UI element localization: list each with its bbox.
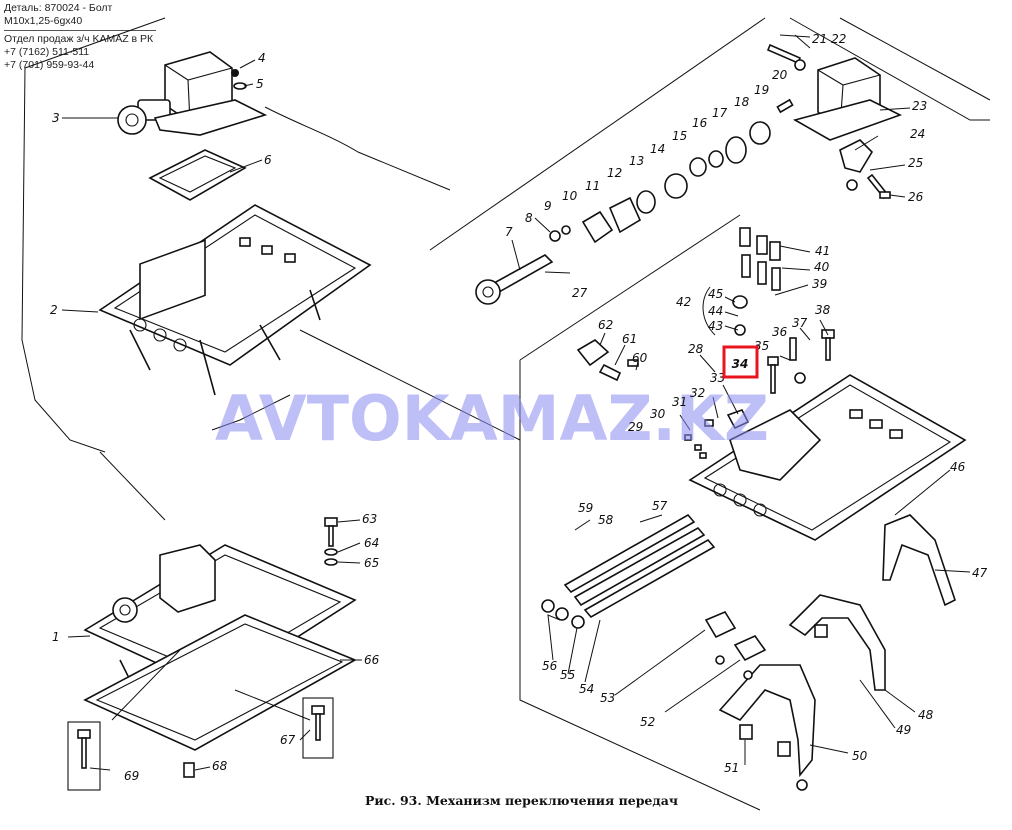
callout-29[interactable]: 29 — [628, 420, 643, 434]
callout-9[interactable]: 9 — [544, 199, 552, 213]
callout-24[interactable]: 24 — [910, 127, 925, 141]
callout-30[interactable]: 30 — [650, 407, 666, 421]
parts-35-38-bolts — [767, 329, 835, 394]
callout-23[interactable]: 23 — [912, 99, 927, 113]
callout-2[interactable]: 2 — [50, 303, 58, 317]
callout-10[interactable]: 10 — [562, 189, 578, 203]
callout-18[interactable]: 18 — [734, 95, 750, 109]
callout-57[interactable]: 57 — [652, 499, 668, 513]
callout-20[interactable]: 20 — [772, 68, 788, 82]
highlight-label: 34 — [732, 357, 749, 371]
parts-54-57-rods — [541, 513, 716, 629]
callout-47[interactable]: 47 — [972, 566, 988, 580]
callout-46[interactable]: 46 — [950, 460, 966, 474]
callout-5[interactable]: 5 — [256, 77, 264, 91]
group-outlines — [21, 17, 991, 811]
callout-49[interactable]: 49 — [896, 723, 911, 737]
callout-38[interactable]: 38 — [815, 303, 831, 317]
callout-69[interactable]: 69 — [124, 769, 139, 783]
header-divider — [4, 30, 156, 31]
part-48-fork — [788, 594, 886, 691]
part-3-shift-housing — [117, 51, 268, 136]
callout-28[interactable]: 28 — [688, 342, 704, 356]
part-24-lever — [839, 139, 874, 191]
callout-11[interactable]: 11 — [585, 179, 600, 193]
callout-66[interactable]: 66 — [364, 653, 380, 667]
parts-39-to-45-springs — [732, 227, 781, 336]
callout-3[interactable]: 3 — [52, 111, 60, 125]
figure-caption: Рис. 93. Механизм переключения передач — [365, 793, 678, 808]
callout-64[interactable]: 64 — [364, 536, 379, 550]
callout-8[interactable]: 8 — [525, 211, 533, 225]
callout-44[interactable]: 44 — [708, 304, 723, 318]
part-7-shift-shaft — [475, 254, 554, 305]
callout-41[interactable]: 41 — [815, 244, 830, 258]
callout-59[interactable]: 59 — [578, 501, 593, 515]
part-6-gasket — [148, 149, 247, 201]
part-23-upper-housing — [792, 57, 903, 141]
leader-lines — [61, 34, 971, 771]
part-2-cover-assembly — [98, 204, 372, 396]
callout-40[interactable]: 40 — [814, 260, 830, 274]
parts-60-62-plug — [576, 339, 639, 382]
callout-54[interactable]: 54 — [579, 682, 594, 696]
callout-12[interactable]: 12 — [607, 166, 622, 180]
callout-50[interactable]: 50 — [852, 749, 868, 763]
callout-53[interactable]: 53 — [600, 691, 615, 705]
watermark: AVTOKAMAZ.KZ — [215, 382, 769, 455]
highlight-34[interactable]: 34 — [722, 345, 759, 379]
callout-33[interactable]: 33 — [710, 371, 725, 385]
part-26-bolt — [866, 173, 891, 200]
callout-63[interactable]: 63 — [362, 512, 377, 526]
parts-8-to-18-shaft-components — [549, 98, 794, 244]
callout-6[interactable]: 6 — [264, 153, 272, 167]
callout-14[interactable]: 14 — [650, 142, 665, 156]
phone-line-2: +7 (701) 959-93-44 — [4, 59, 95, 71]
callout-56[interactable]: 56 — [542, 659, 558, 673]
part-47-fork — [882, 514, 956, 607]
callout-26[interactable]: 26 — [908, 190, 924, 204]
callout-7[interactable]: 7 — [505, 225, 513, 239]
callout-16[interactable]: 16 — [692, 116, 708, 130]
parts-29-33-small — [684, 409, 750, 459]
callout-48[interactable]: 48 — [918, 708, 934, 722]
callout-4[interactable]: 4 — [258, 51, 266, 65]
callout-21-22[interactable]: 21 22 — [812, 32, 846, 46]
callout-52[interactable]: 52 — [640, 715, 655, 729]
callout-65[interactable]: 65 — [364, 556, 379, 570]
callout-60[interactable]: 60 — [632, 351, 648, 365]
callout-27[interactable]: 27 — [572, 286, 588, 300]
callout-43[interactable]: 43 — [708, 319, 723, 333]
part-20-bolt — [766, 43, 806, 71]
callout-55[interactable]: 55 — [560, 668, 575, 682]
highlight-box[interactable] — [722, 345, 759, 379]
part-28-cover — [688, 374, 967, 541]
callout-36[interactable]: 36 — [772, 325, 788, 339]
part-50-fork — [718, 664, 816, 791]
callout-39[interactable]: 39 — [812, 277, 827, 291]
detail-line: Деталь: 870024 - Болт М10x1,25-6gx40 — [4, 2, 113, 27]
callout-32[interactable]: 32 — [690, 386, 705, 400]
parts-63-69-fasteners — [67, 517, 338, 791]
callout-61[interactable]: 61 — [622, 332, 637, 346]
callout-25[interactable]: 25 — [908, 156, 923, 170]
callout-45[interactable]: 45 — [708, 287, 723, 301]
callout-62[interactable]: 62 — [598, 318, 613, 332]
callout-37[interactable]: 37 — [792, 316, 808, 330]
callout-1[interactable]: 1 — [52, 630, 60, 644]
parts-52-53-heads — [704, 610, 767, 680]
callout-68[interactable]: 68 — [212, 759, 228, 773]
callout-15[interactable]: 15 — [672, 129, 687, 143]
callout-42[interactable]: 42 — [676, 295, 691, 309]
callout-13[interactable]: 13 — [629, 154, 644, 168]
callout-67[interactable]: 67 — [280, 733, 296, 747]
callout-51[interactable]: 51 — [724, 761, 739, 775]
callout-19[interactable]: 19 — [754, 83, 769, 97]
callout-31[interactable]: 31 — [672, 395, 687, 409]
callout-17[interactable]: 17 — [712, 106, 728, 120]
phone-line-1: +7 (7162) 511-511 — [4, 46, 90, 58]
callout-58[interactable]: 58 — [598, 513, 614, 527]
